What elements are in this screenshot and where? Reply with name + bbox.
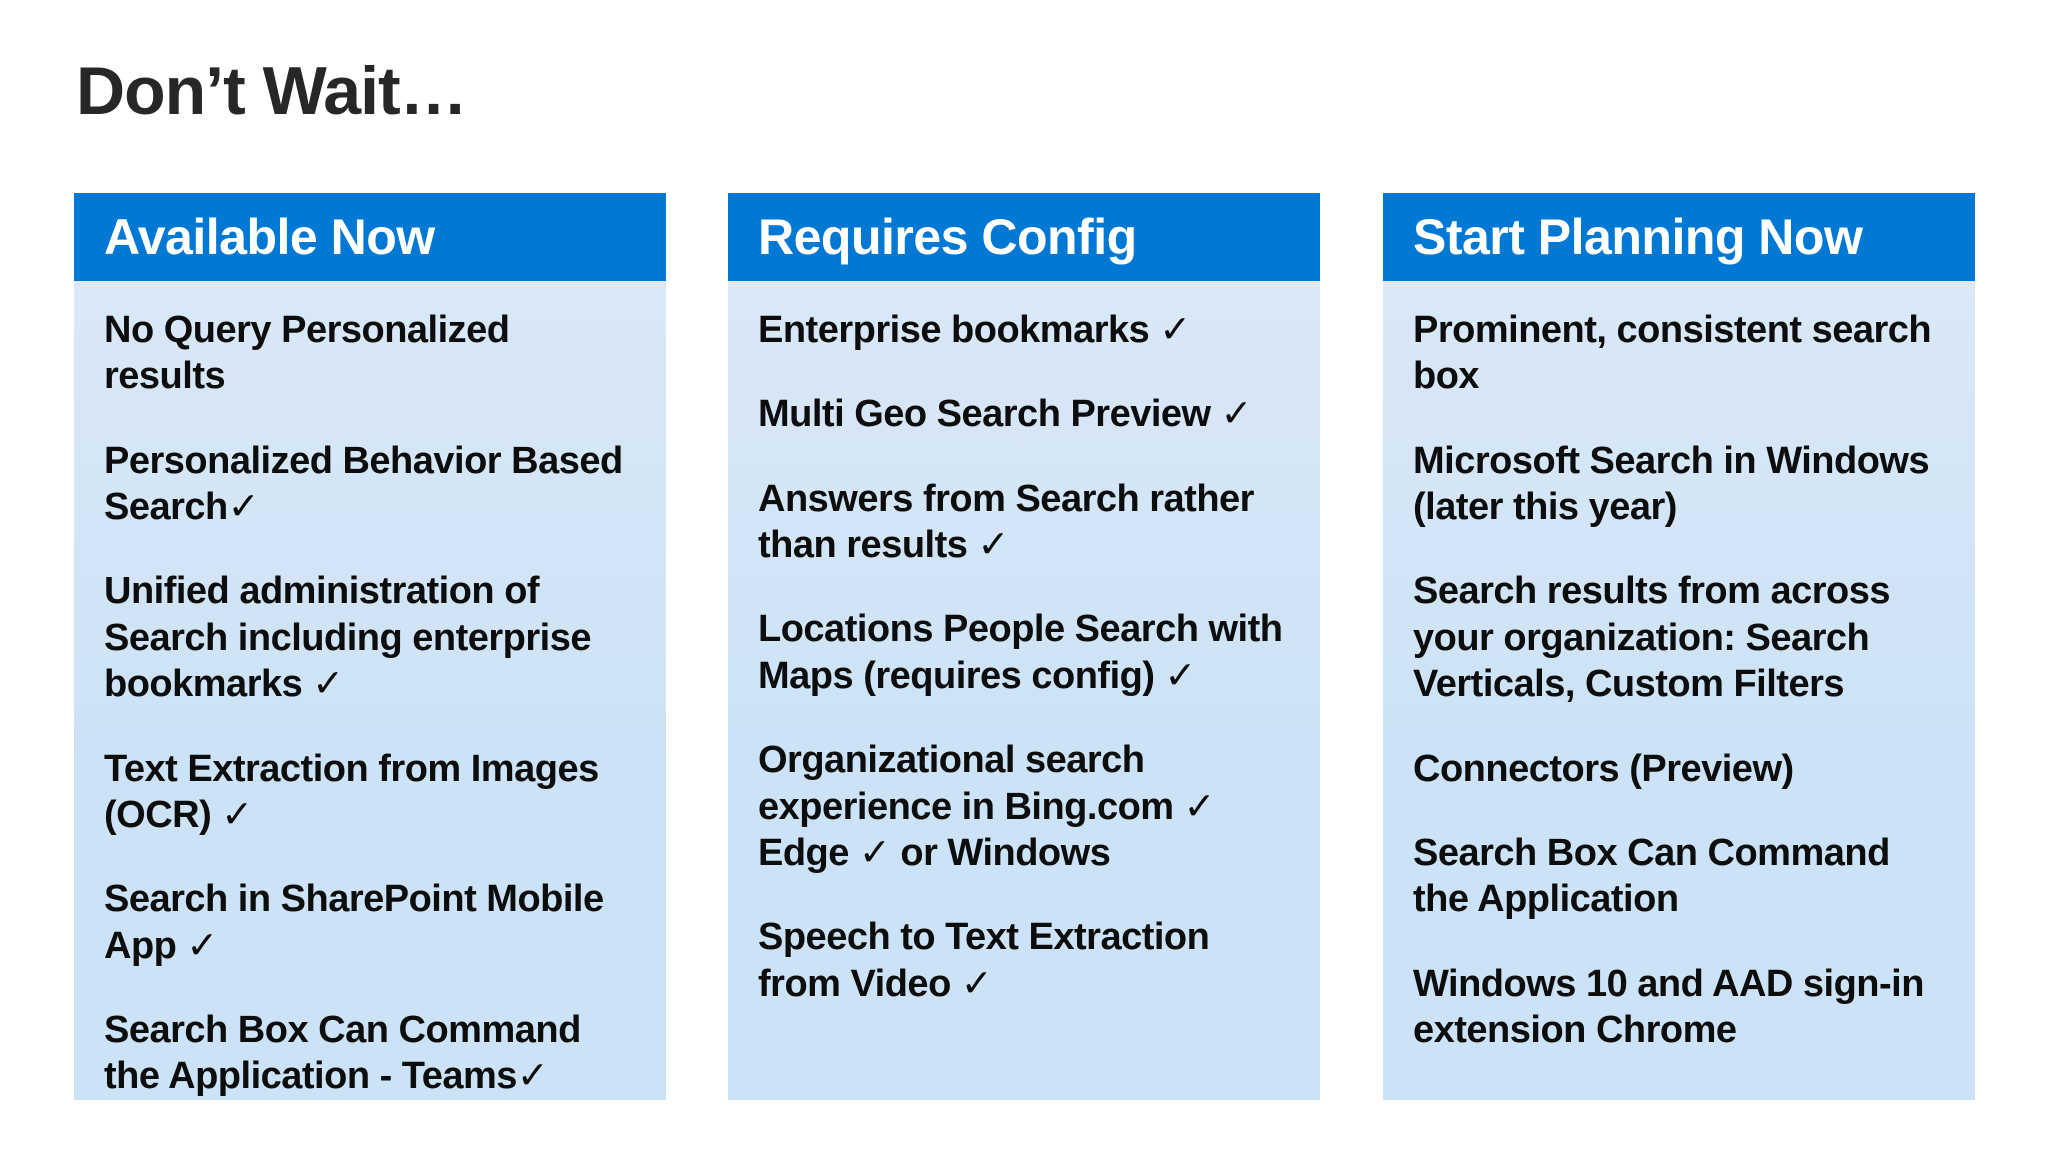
list-item: Enterprise bookmarks ✓ xyxy=(758,309,1191,351)
list-item: Locations People Search with Maps (requi… xyxy=(758,608,1283,697)
list-item: Microsoft Search in Windows (later this … xyxy=(1413,439,1930,529)
list-item: Search results from across your organiza… xyxy=(1413,570,1891,706)
list-item: Windows 10 and AAD sign-in extension Chr… xyxy=(1413,962,1924,1051)
list-item: No Query Personalized results xyxy=(104,309,510,398)
column-requires-config: Requires Config Enterprise bookmarks ✓ M… xyxy=(728,193,1320,1100)
page-title: Don’t Wait… xyxy=(76,53,468,129)
list-item: Search in SharePoint Mobile App ✓ xyxy=(104,878,604,967)
column-body: Enterprise bookmarks ✓ Multi Geo Search … xyxy=(728,281,1320,1100)
column-header: Available Now xyxy=(74,193,666,281)
list-item: Search Box Can Command the Application -… xyxy=(104,1008,581,1098)
list-item: Organizational search experience in Bing… xyxy=(758,739,1215,874)
list-item: Connectors (Preview) xyxy=(1413,747,1794,790)
list-item: Search Box Can Command the Application xyxy=(1413,831,1890,921)
column-start-planning-now: Start Planning Now Prominent, consistent… xyxy=(1383,193,1975,1100)
list-item: Personalized Behavior Based Search✓ xyxy=(104,439,623,529)
list-item: Speech to Text Extraction from Video ✓ xyxy=(758,916,1210,1005)
list-item: Prominent, consistent search box xyxy=(1413,309,1932,398)
list-item: Text Extraction from Images (OCR) ✓ xyxy=(104,747,599,836)
column-header: Start Planning Now xyxy=(1383,193,1975,281)
list-item: Answers from Search rather than results … xyxy=(758,477,1254,567)
column-header: Requires Config xyxy=(728,193,1320,281)
column-body: No Query Personalized results Personaliz… xyxy=(74,281,666,1100)
column-available-now: Available Now No Query Personalized resu… xyxy=(74,193,666,1100)
list-item: Multi Geo Search Preview ✓ xyxy=(758,393,1253,436)
column-body: Prominent, consistent search box Microso… xyxy=(1383,281,1975,1100)
list-item: Unified administration of Search includi… xyxy=(104,570,591,706)
